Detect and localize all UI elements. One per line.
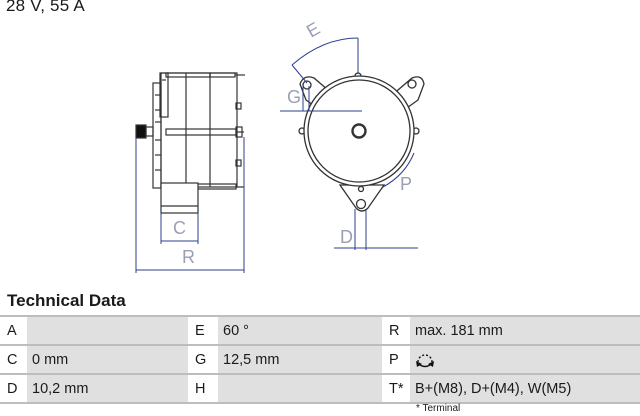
dim-label-r: R (182, 247, 195, 267)
value-d: 10,2 mm (27, 373, 188, 404)
front-view (298, 72, 425, 212)
value-a (27, 315, 188, 345)
value-t: B+(M8), D+(M4), W(M5) (410, 373, 640, 404)
table-row: A E 60 ° R max. 181 mm (0, 315, 640, 345)
dim-label-c: C (173, 218, 186, 238)
dim-label-p: P (400, 174, 412, 194)
rotation-both-directions-icon (416, 353, 434, 367)
label-a: A (0, 315, 27, 345)
section-heading: Technical Data (7, 291, 126, 310)
label-r: R (382, 315, 410, 345)
dim-label-e: E (303, 18, 323, 41)
dim-label-g: G (287, 87, 301, 107)
value-r: max. 181 mm (410, 315, 640, 345)
table-row: D 10,2 mm H T* B+(M8), D+(M4), W(M5) (0, 373, 640, 404)
label-e: E (188, 315, 218, 345)
side-view-dimensions (135, 137, 245, 273)
value-p (410, 344, 640, 374)
table-row: C 0 mm G 12,5 mm P (0, 344, 640, 374)
label-h: H (188, 373, 218, 404)
value-e: 60 ° (218, 315, 382, 345)
technical-data-table: A E 60 ° R max. 181 mm C 0 mm G 12,5 mm … (0, 315, 640, 404)
value-c: 0 mm (27, 344, 188, 374)
label-p: P (382, 344, 410, 374)
terminal-footnote: * Terminal (416, 403, 461, 414)
front-view-dimensions (280, 37, 418, 250)
label-g: G (188, 344, 218, 374)
product-title: 28 V, 55 A (6, 0, 85, 15)
label-t: T* (382, 373, 410, 404)
label-c: C (0, 344, 27, 374)
side-view (135, 72, 245, 214)
label-d: D (0, 373, 27, 404)
value-g: 12,5 mm (218, 344, 382, 374)
dim-label-d: D (340, 227, 353, 247)
alternator-technical-drawing: C R E G P D (135, 18, 425, 273)
value-h (218, 373, 382, 404)
